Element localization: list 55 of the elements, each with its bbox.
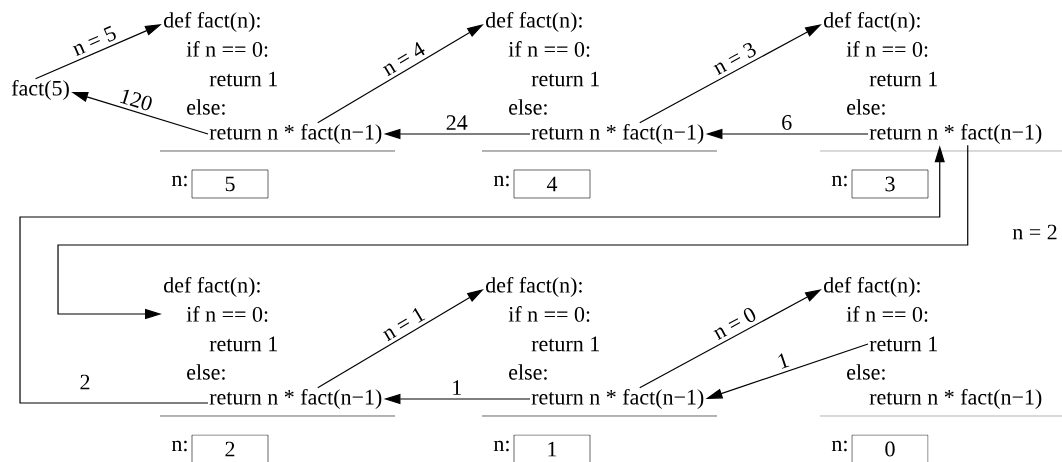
code-line: else: [847,99,885,115]
code-line: else: [847,364,885,380]
code-line: return 1 [531,336,599,352]
code-line: return n * fact(n−1) [209,123,382,145]
code-line: def fact(n): [824,276,920,298]
code-line: def fact(n): [164,276,260,298]
edge-label: 1 [450,379,464,396]
variable-label: n: [831,175,847,187]
edge-label: 6 [780,114,794,131]
code-line: if n == 0: [846,306,928,322]
edge-label: n = 0 [709,304,760,342]
code-line: return n * fact(n−1) [531,388,704,410]
edge-label: n = 4 [378,39,428,78]
edge-label: 1 [774,350,792,371]
code-line: return n * fact(n−1) [531,123,704,145]
call-text: fact(5) [11,79,69,101]
edge-label: 2 [78,373,92,391]
code-line: return n * fact(n−1) [869,123,1042,145]
value-box: 0 [851,434,929,462]
code-line: return 1 [869,71,937,87]
value-box: 2 [191,434,269,462]
code-line: if n == 0: [186,41,268,57]
code-line: else: [509,99,547,115]
code-line: return 1 [531,71,599,87]
code-line: def fact(n): [164,11,260,33]
code-line: return 1 [869,336,937,352]
variable-label: n: [171,175,187,187]
variable-label: n: [493,440,509,452]
code-line: else: [187,364,225,380]
variable-label: n: [171,440,187,452]
edge-label: 24 [444,114,469,131]
code-line: return 1 [209,336,277,352]
code-line: if n == 0: [186,306,268,322]
variable-label: n: [831,440,847,452]
value-box: 5 [191,169,269,199]
edge-label: 120 [116,86,156,113]
code-line: return n * fact(n−1) [869,388,1042,410]
variable-label: n: [493,175,509,187]
code-line: return 1 [209,71,277,87]
code-line: if n == 0: [846,41,928,57]
value-box: 1 [513,434,591,462]
code-line: else: [187,99,225,115]
code-line: if n == 0: [508,41,590,57]
code-line: def fact(n): [486,276,582,298]
code-line: def fact(n): [486,11,582,33]
code-line: if n == 0: [508,306,590,322]
edge-label: n = 3 [709,39,760,77]
value-box: 3 [851,169,929,199]
edge-label: n = 5 [69,23,120,58]
code-line: return n * fact(n−1) [209,388,382,410]
code-line: else: [509,364,547,380]
value-box: 4 [513,169,591,199]
edge-label: n = 2 [1011,223,1059,241]
code-line: def fact(n): [824,11,920,33]
edge-label: n = 1 [378,304,428,343]
